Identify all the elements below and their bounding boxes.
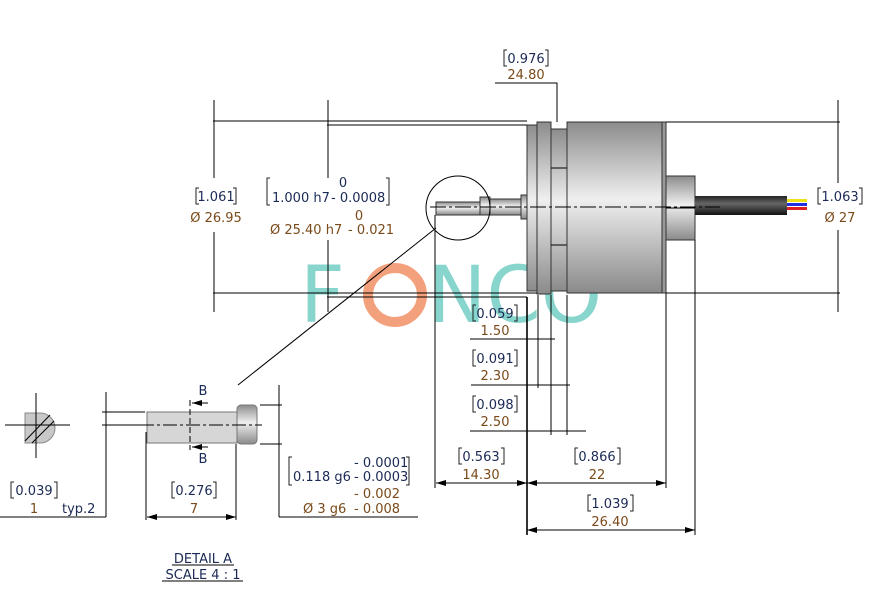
flange-offset-inch: 0.976 [507,52,544,67]
shaft-dia-mm-lower: - 0.008 [354,502,400,517]
pilot-inch-nominal: 1.000 h7 [272,191,330,206]
pilot-mm-nominal: Ø 25.40 h7 [270,223,342,238]
detail-scale: SCALE 4 : 1 [166,568,241,583]
detail-a-circle [425,175,491,241]
housing-diameter-inch: 1.061 [197,190,234,205]
pilot-inch-lower: - 0.0008 [331,191,385,206]
body-length-inch: 0.866 [578,450,615,465]
detail-shaft [146,411,238,444]
body-length-mm: 22 [589,468,606,483]
overall-length-inch: 1.039 [591,497,628,512]
detail-a [0,385,418,582]
motor-body [237,121,807,386]
body-diameter-inch: 1.063 [821,190,858,205]
shaft-dia-mm-upper: - 0.002 [354,487,400,502]
flat-length-inch: 0.276 [175,484,212,499]
flat-length-mm: 7 [190,502,198,517]
dim-2-50-mm: 2.50 [481,415,510,430]
dimension-lines [213,82,840,535]
housing-diameter-mm: Ø 26.95 [190,211,242,226]
flat-depth-mm: 1 [30,502,38,517]
body-diameter-mm: Ø 27 [825,211,856,226]
flange-offset-mm: 24.80 [507,68,544,83]
section-label-b-top: B [199,384,208,399]
flat-depth-note: typ.2 [62,502,95,517]
wire-yellow [787,199,807,202]
dim-2-50-inch: 0.098 [476,398,513,413]
shaft-dia-inch-lower: - 0.0003 [354,470,408,485]
shaft-length-mm: 14.30 [462,468,499,483]
dim-1-50-inch: 0.059 [476,307,513,322]
wire-red [787,207,807,210]
cable [695,196,787,215]
overall-length-mm: 26.40 [591,515,628,530]
svg-text:F: F [300,251,345,341]
shaft-dia-mm-nominal: Ø 3 g6 [303,502,346,517]
pilot-inch-upper: 0 [339,176,347,191]
dim-1-50-mm: 1.50 [481,324,510,339]
detail-title: DETAIL A [174,552,232,567]
shaft-dia-inch-nominal: 0.118 g6 [293,470,351,485]
dim-2-30-inch: 0.091 [476,352,513,367]
section-label-b-bottom: B [199,452,208,467]
dim-2-30-mm: 2.30 [481,369,510,384]
flat-depth-inch: 0.039 [15,484,52,499]
pilot-mm-lower: - 0.021 [348,223,394,238]
shaft-dia-inch-upper: - 0.0001 [354,456,408,471]
pilot-mm-upper: 0 [355,209,363,224]
wire-blue [787,203,807,206]
shaft-length-inch: 0.563 [462,450,499,465]
d-shaft-section [24,412,56,444]
